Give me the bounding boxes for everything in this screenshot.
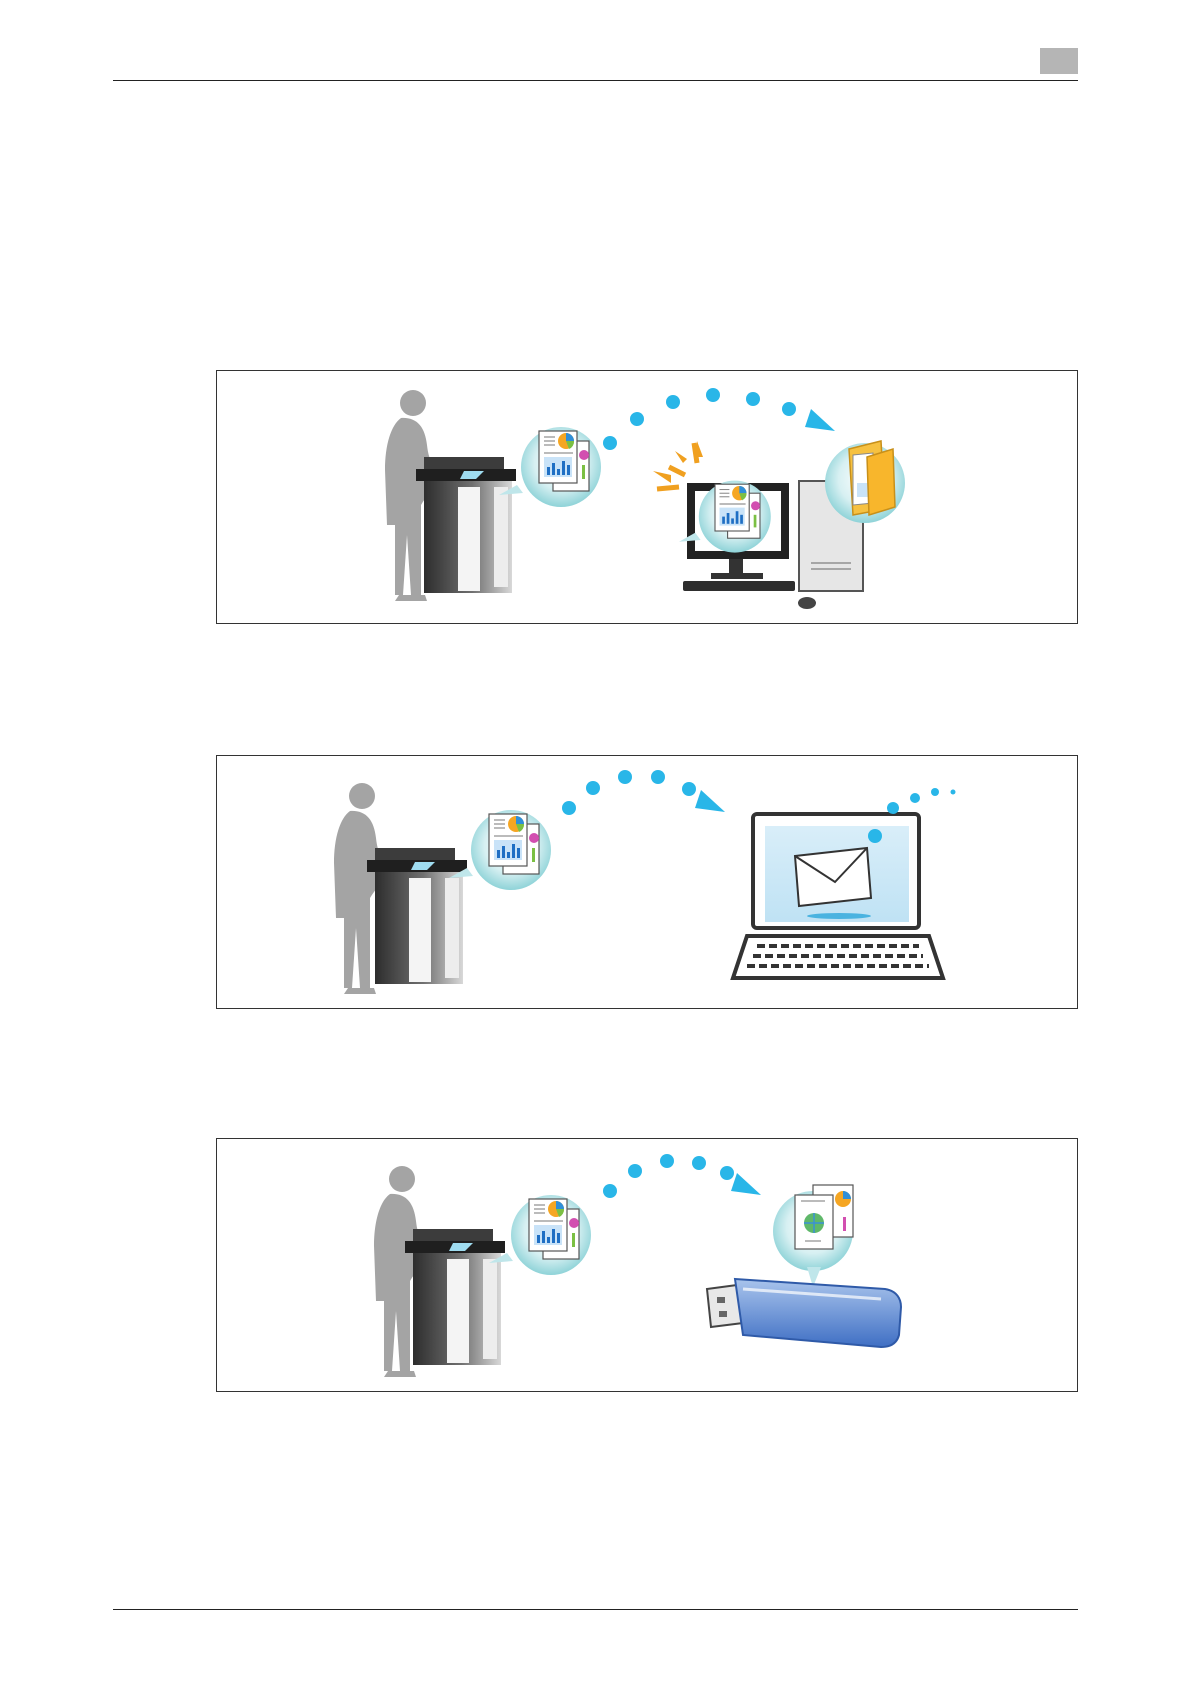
folder-icon — [825, 441, 905, 523]
arrowhead-icon — [805, 409, 835, 431]
scan-to-computer-panel — [216, 370, 1078, 624]
arrowhead-icon — [695, 790, 725, 812]
footer-rule — [113, 1609, 1078, 1610]
scan-to-email-illustration — [217, 756, 1077, 1008]
header-rule — [113, 80, 1078, 81]
scan-to-usb-panel — [216, 1138, 1078, 1392]
documents-icon — [449, 810, 551, 890]
documents-icon — [773, 1185, 853, 1287]
transfer-dots-icon — [603, 1154, 734, 1198]
documents-icon — [489, 1195, 591, 1275]
transfer-dots-icon — [603, 388, 796, 450]
arrowhead-icon — [731, 1173, 761, 1195]
transfer-dots-icon — [562, 770, 696, 815]
page-tab — [1040, 48, 1078, 74]
usb-drive-icon — [707, 1279, 901, 1347]
scan-to-email-panel — [216, 755, 1078, 1009]
scan-to-computer-illustration — [217, 371, 1077, 623]
documents-icon — [499, 427, 601, 507]
scan-to-usb-illustration — [217, 1139, 1077, 1391]
mfp-icon — [405, 1229, 505, 1365]
mfp-icon — [416, 457, 516, 593]
mfp-icon — [367, 848, 467, 984]
